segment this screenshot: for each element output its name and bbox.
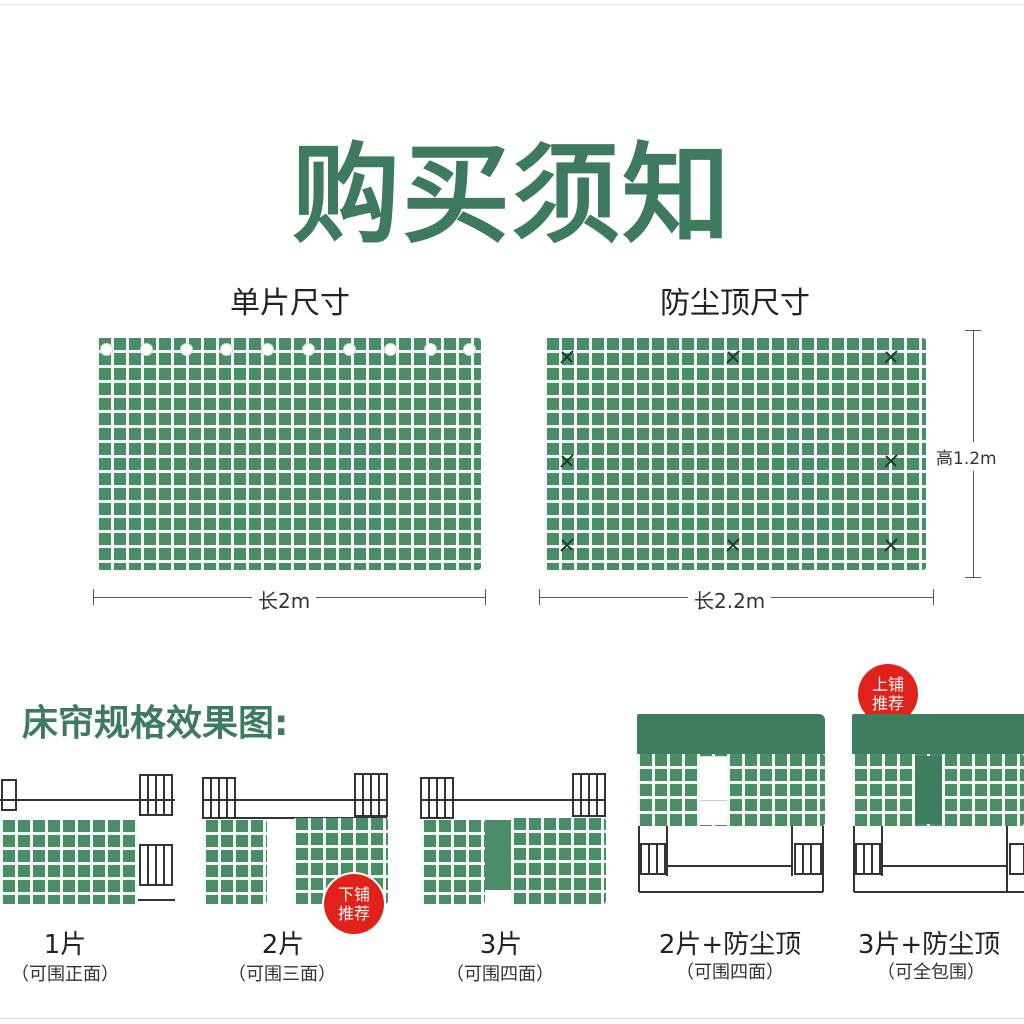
tie-icon bbox=[560, 538, 574, 552]
curtain-panel-back bbox=[485, 820, 513, 890]
curtain-panel-front bbox=[0, 820, 138, 904]
curtain-panel-right bbox=[511, 818, 606, 904]
package-coverage: （可围三面） bbox=[228, 964, 336, 985]
bottom-rule bbox=[0, 1018, 1024, 1019]
single-panel-length: 长2m bbox=[252, 585, 317, 614]
bunk-bed-frame bbox=[638, 826, 824, 893]
grommet-icon bbox=[180, 343, 193, 356]
tie-icon bbox=[726, 538, 740, 552]
grommet-icon bbox=[424, 343, 437, 356]
curtain-opening-seam bbox=[700, 800, 727, 801]
dust-top-label: 防尘顶尺寸 bbox=[660, 286, 810, 321]
grommet-icon bbox=[302, 343, 315, 356]
dust-top-net bbox=[544, 338, 926, 570]
section-subtitle: 床帘规格效果图: bbox=[22, 703, 289, 744]
grommet-icon bbox=[261, 343, 274, 356]
recommend-badge: 下铺 推荐 bbox=[324, 874, 384, 934]
dust-top-height: 高1.2m bbox=[934, 442, 999, 471]
grommet-icon bbox=[100, 343, 113, 356]
single-panel-net bbox=[96, 338, 481, 570]
tie-icon bbox=[884, 350, 898, 364]
badge-line-1: 下铺 bbox=[337, 885, 370, 904]
dimension-tick bbox=[965, 330, 981, 331]
page-title: 购买须知 bbox=[291, 133, 732, 258]
curtain-panel-left bbox=[203, 820, 267, 904]
package-coverage: （可围四面） bbox=[446, 964, 554, 985]
tie-icon bbox=[884, 454, 898, 468]
curtain-panel-left bbox=[421, 820, 485, 904]
top-rule bbox=[0, 4, 1024, 5]
package-name: 2片+防尘顶 bbox=[658, 930, 802, 960]
package-coverage: （可围正面） bbox=[11, 964, 119, 985]
dust-top-length: 长2.2m bbox=[688, 585, 772, 614]
dimension-tick bbox=[965, 577, 981, 578]
badge-line-2: 推荐 bbox=[871, 694, 904, 713]
dimension-tick bbox=[933, 589, 934, 605]
grommet-icon bbox=[343, 343, 356, 356]
tie-icon bbox=[560, 350, 574, 364]
bunk-bed-frame bbox=[853, 826, 1024, 893]
badge-line-1: 上铺 bbox=[871, 675, 904, 694]
package-name: 1片 bbox=[43, 930, 87, 960]
curtain-opening bbox=[700, 756, 727, 825]
badge-line-2: 推荐 bbox=[337, 904, 370, 923]
dust-top-roof bbox=[852, 714, 1024, 754]
tie-icon bbox=[726, 350, 740, 364]
grommet-icon bbox=[220, 343, 233, 356]
package-name: 3片+防尘顶 bbox=[857, 930, 1001, 960]
package-name: 3片 bbox=[479, 930, 523, 960]
dimension-tick bbox=[93, 589, 94, 605]
bunk-bed-frame bbox=[420, 773, 606, 819]
curtain-door-panel bbox=[915, 756, 942, 824]
grommet-icon bbox=[463, 343, 476, 356]
package-coverage: （可围四面） bbox=[676, 962, 784, 983]
dimension-tick bbox=[485, 589, 486, 605]
package-name: 2片 bbox=[261, 930, 305, 960]
tie-icon bbox=[560, 454, 574, 468]
curtain-panel-front bbox=[637, 754, 825, 826]
grommet-icon bbox=[384, 343, 397, 356]
tie-icon bbox=[884, 538, 898, 552]
dust-top-roof bbox=[637, 714, 825, 754]
dimension-tick bbox=[539, 589, 540, 605]
grommet-icon bbox=[140, 343, 153, 356]
single-panel-label: 单片尺寸 bbox=[230, 286, 350, 321]
package-coverage: （可全包围） bbox=[877, 962, 985, 983]
